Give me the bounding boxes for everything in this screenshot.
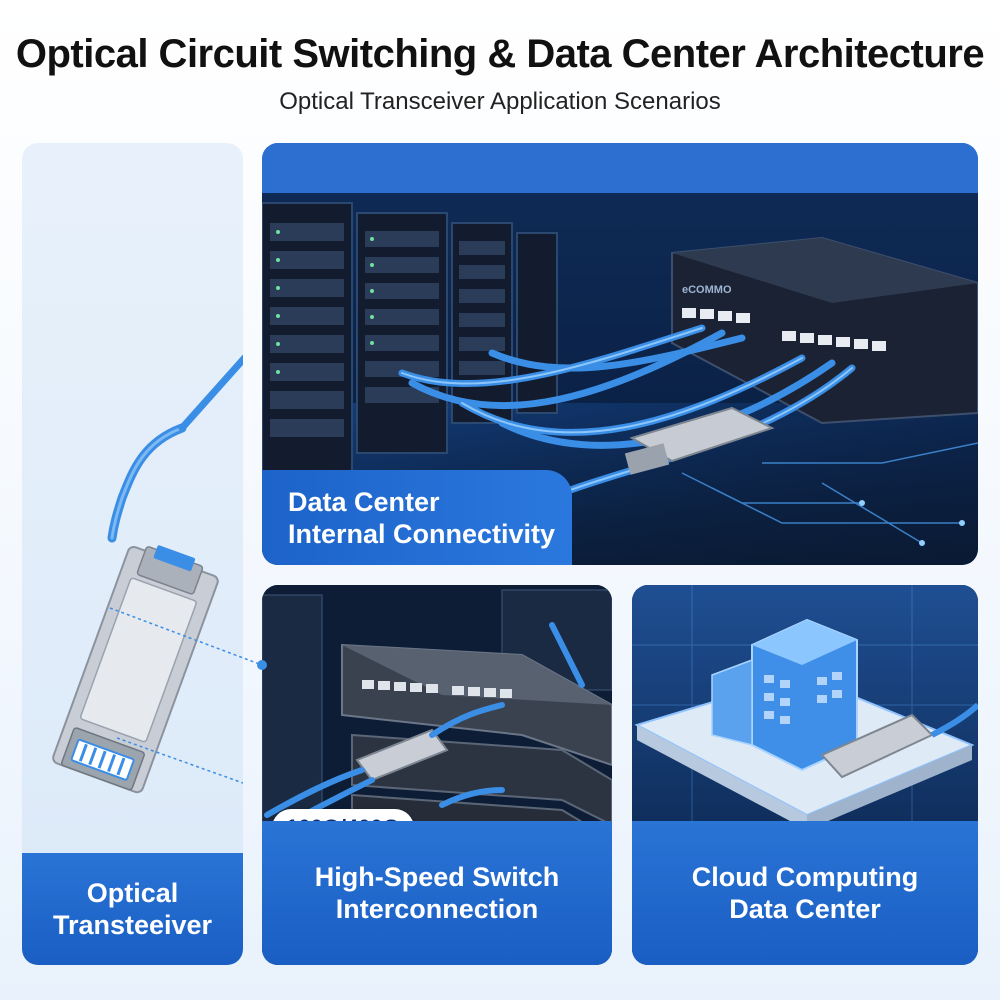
transceiver-panel: Optical Transteeiver — [22, 143, 243, 965]
cloud-caption-line1: Cloud Computing — [691, 862, 919, 892]
transceiver-illustration — [52, 354, 243, 794]
page-subtitle: Optical Transceiver Application Scenario… — [279, 88, 721, 115]
switch-brand-label: eCOMMO — [682, 284, 732, 296]
switch-caption: High-Speed Switch Interconnection — [262, 821, 612, 965]
data-center-label: Data Center Internal Connectivity — [262, 470, 572, 565]
page-title: Optical Circuit Switching & Data Center … — [15, 32, 985, 76]
transceiver-caption-line2: Transteeiver — [52, 910, 213, 940]
switch-caption-line2: Interconnection — [335, 894, 539, 924]
switch-caption-line1: High-Speed Switch — [314, 862, 560, 892]
data-center-panel: eCOMMO — [262, 143, 978, 565]
cloud-panel: Cloud Computing Data Center — [632, 585, 978, 965]
data-center-label-line1: Data Center — [288, 487, 440, 517]
transceiver-caption-line1: Optical — [86, 878, 179, 908]
cloud-caption-line2: Data Center — [729, 894, 881, 924]
switch-panel: 100G/400G High-Speed Switch Interconnect… — [262, 585, 612, 965]
cloud-caption: Cloud Computing Data Center — [632, 821, 978, 965]
transceiver-caption: Optical Transteeiver — [22, 853, 243, 965]
data-center-label-line2: Internal Connectivity — [288, 519, 556, 549]
